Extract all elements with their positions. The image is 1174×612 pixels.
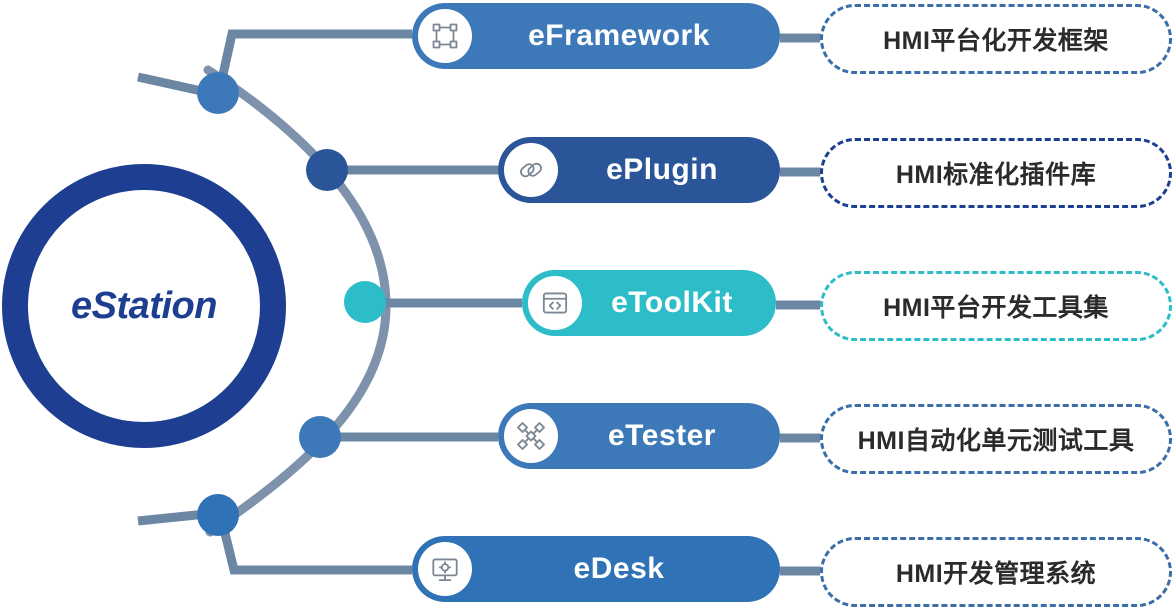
desc-box-etoolkit[interactable]: HMI平台开发工具集	[820, 271, 1172, 341]
desc-box-edesk[interactable]: HMI开发管理系统	[820, 537, 1172, 607]
wire-eframework	[215, 29, 412, 89]
network-nodes-icon	[504, 409, 558, 463]
stub-bottom-left	[137, 509, 207, 526]
hub-label: eStation	[71, 284, 217, 327]
desc-label-eplugin: HMI标准化插件库	[895, 161, 1097, 189]
monitor-gear-icon	[418, 542, 472, 596]
desc-label-etester: HMI自动化单元测试工具	[857, 427, 1135, 455]
node-etester[interactable]	[299, 416, 341, 458]
wire-edesk	[217, 519, 412, 575]
node-eframework[interactable]	[197, 72, 239, 114]
pill-label-edesk: eDesk	[573, 552, 665, 585]
node-eplugin[interactable]	[306, 149, 348, 191]
node-etoolkit[interactable]	[344, 281, 386, 323]
desc-box-etester[interactable]: HMI自动化单元测试工具	[820, 404, 1172, 474]
hub-circle: eStation	[2, 164, 286, 448]
pill-etoolkit[interactable]: eToolKit	[522, 270, 776, 336]
desc-label-edesk: HMI开发管理系统	[895, 560, 1097, 588]
junction-nodes	[197, 72, 386, 536]
desc-box-eplugin[interactable]: HMI标准化插件库	[820, 138, 1172, 208]
pill-eframework[interactable]: eFramework	[412, 3, 780, 69]
desc-box-eframework[interactable]: HMI平台化开发框架	[820, 4, 1172, 74]
desc-label-etoolkit: HMI平台开发工具集	[883, 294, 1109, 322]
pill-eplugin[interactable]: ePlugin	[498, 137, 780, 203]
pill-label-etester: eTester	[607, 419, 716, 452]
pill-label-etoolkit: eToolKit	[611, 286, 733, 319]
link-icon	[504, 143, 558, 197]
pill-etester[interactable]: eTester	[498, 403, 780, 469]
frame-icon	[418, 9, 472, 63]
node-edesk[interactable]	[197, 494, 239, 536]
pill-label-eplugin: ePlugin	[606, 153, 718, 186]
code-window-icon	[528, 276, 582, 330]
desc-label-eframework: HMI平台化开发框架	[883, 27, 1109, 55]
stub-top-left	[137, 72, 207, 97]
pill-edesk[interactable]: eDesk	[412, 536, 780, 602]
pill-label-eframework: eFramework	[528, 19, 710, 52]
